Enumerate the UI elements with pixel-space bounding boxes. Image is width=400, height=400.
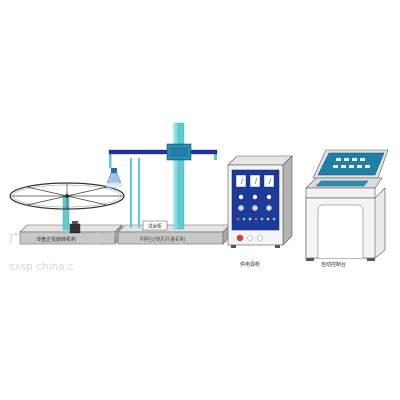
lamp-support-frame — [105, 122, 218, 231]
turntable — [9, 182, 125, 234]
label-base-box: 试台柜 — [148, 223, 162, 230]
label-turntable-mechanism: 转盘正弦旋转机构 — [36, 236, 76, 243]
watermark-url: sxsp china.c — [9, 261, 74, 273]
watermark-company: 广东广 .. 二唐全置 .. 有限公司 — [9, 231, 185, 247]
label-power-cabinet: 供电源柜 — [240, 261, 260, 268]
turntable-platform — [19, 224, 123, 245]
label-control-station: 自动控制台 — [321, 261, 346, 268]
label-lamp-support: 照明支架及行进机构 — [140, 236, 185, 243]
control-station — [305, 149, 389, 261]
power-cabinet — [227, 155, 293, 248]
